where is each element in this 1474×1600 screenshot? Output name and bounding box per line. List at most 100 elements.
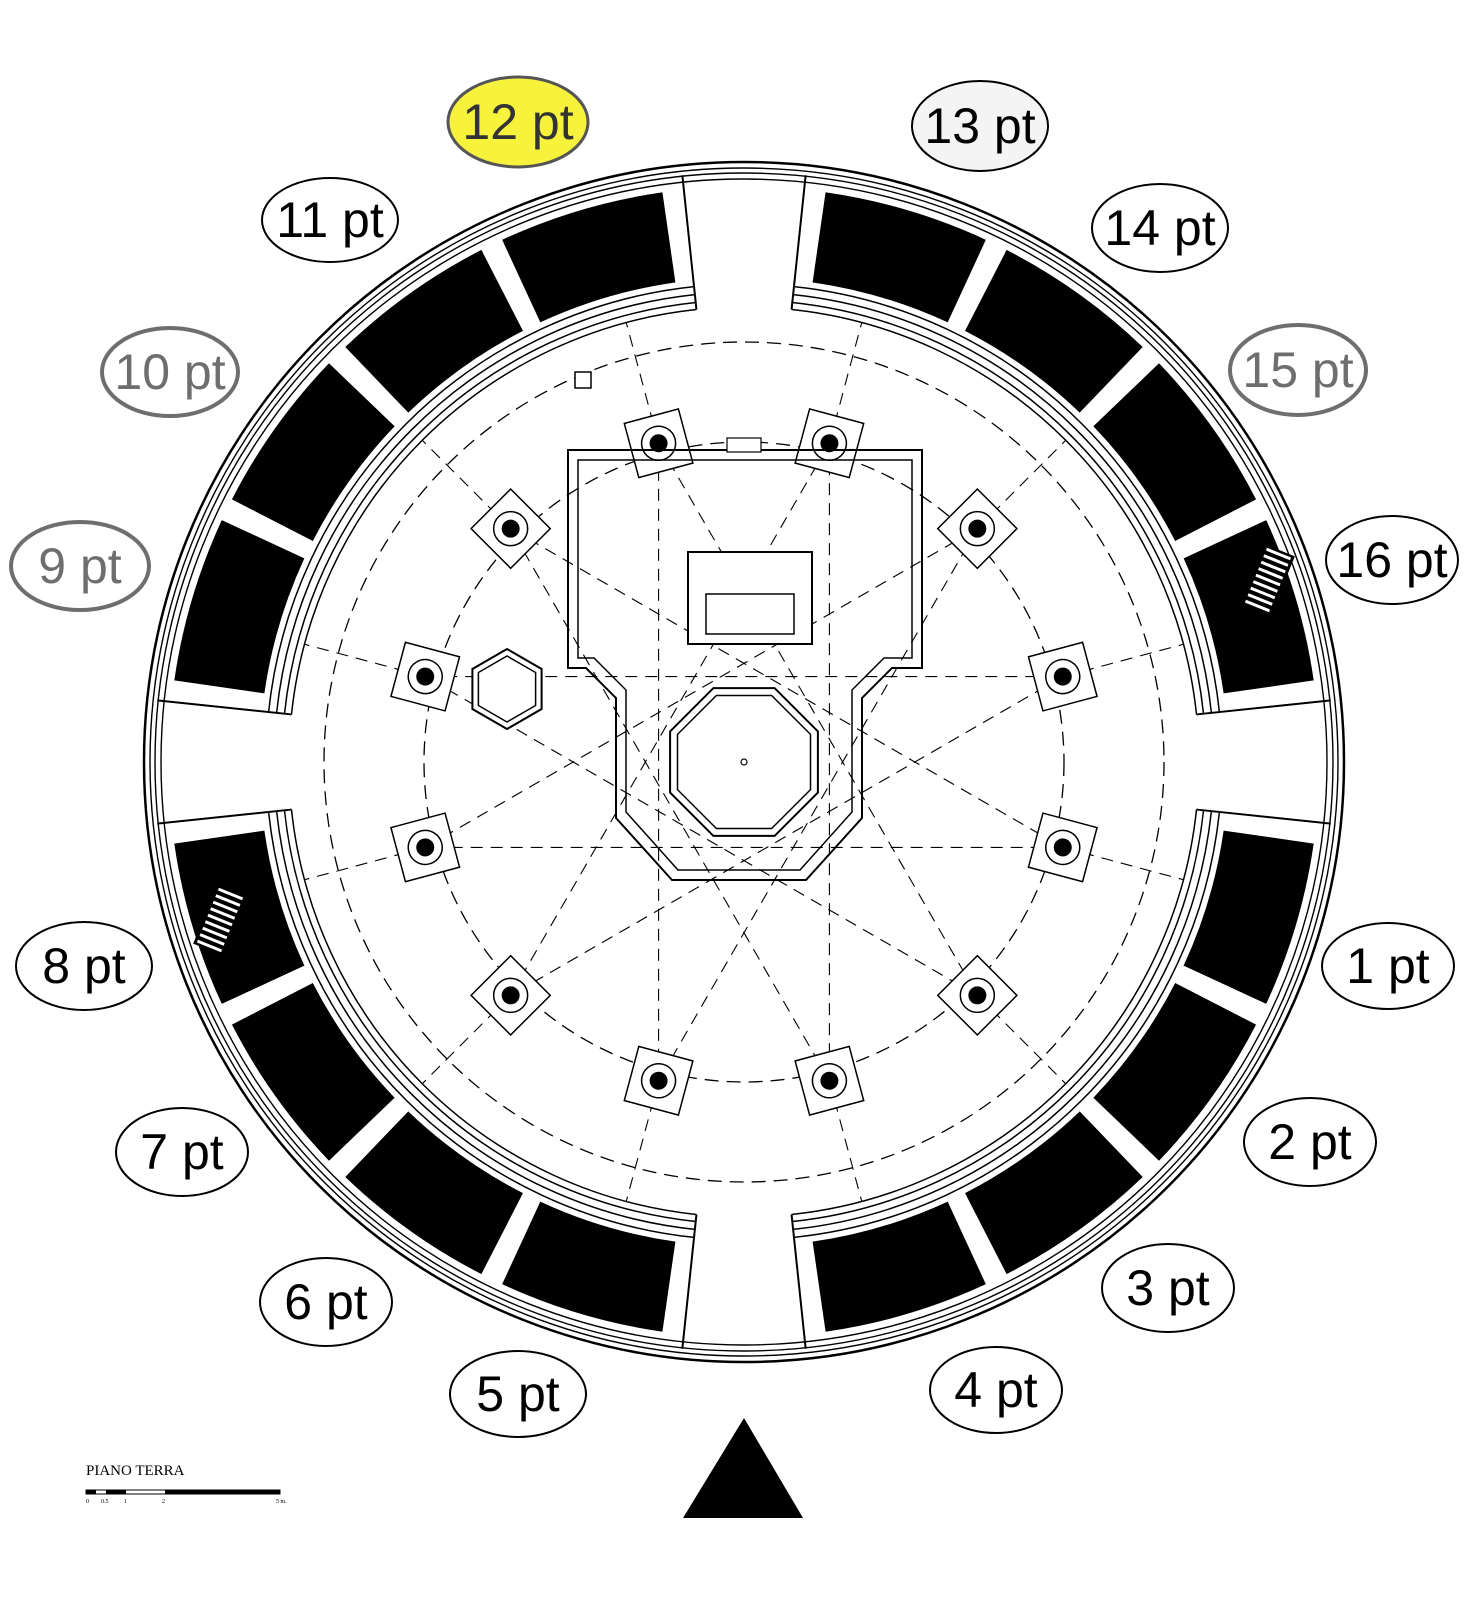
bay-block — [502, 1201, 676, 1332]
stair-step — [1255, 573, 1281, 587]
stair-step — [210, 907, 236, 920]
point-label-4: 4 pt — [929, 1346, 1063, 1434]
point-label-oval — [9, 520, 151, 612]
altar-inner-outline — [577, 459, 913, 871]
inner-wall-arc — [283, 810, 696, 1223]
point-label-2: 2 pt — [1243, 1097, 1377, 1187]
pier — [469, 487, 552, 570]
corridor-south-jamb — [681, 1214, 698, 1349]
rib-line-dashed — [658, 528, 978, 1082]
point-label-oval — [1243, 1097, 1377, 1187]
point-label-8: 8 pt — [15, 921, 153, 1011]
point-label-text: 8 pt — [42, 938, 126, 994]
stair-step — [212, 900, 238, 914]
point-label-7: 7 pt — [115, 1107, 249, 1197]
outer-wall-ring — [149, 167, 1339, 1357]
point-label-oval — [929, 1346, 1063, 1434]
point-label-12: 12 pt — [446, 75, 590, 169]
center-point — [740, 758, 748, 766]
inner-wall-arc — [793, 811, 1221, 1239]
point-label-oval — [261, 177, 399, 263]
bay-block — [1183, 830, 1314, 1004]
stair-step — [199, 933, 225, 946]
scale-tick-0: 0 — [86, 1499, 89, 1505]
point-label-13: 13 pt — [911, 80, 1049, 172]
bay-block — [1093, 983, 1257, 1161]
point-label-text: 6 pt — [284, 1274, 368, 1330]
point-label-text: 13 pt — [924, 98, 1035, 154]
rib-line-dashed — [510, 676, 1064, 996]
corridor-east-jamb — [1196, 808, 1331, 825]
pier — [936, 954, 1019, 1037]
inner-wall-arc — [793, 285, 1221, 713]
pier — [1027, 812, 1098, 883]
stair — [193, 884, 247, 956]
stair-step — [1263, 554, 1289, 567]
rib-line-dashed — [424, 528, 978, 848]
stair-step — [207, 913, 233, 927]
pier-core — [820, 434, 839, 453]
entrance-arrow-icon — [683, 1418, 803, 1518]
scale-tick-3: 2 — [162, 1499, 165, 1505]
hexagon-basin-inner — [477, 655, 537, 723]
small-square-marker — [574, 371, 592, 389]
rib-circle-dashed — [323, 341, 1165, 1183]
stair-step — [202, 926, 228, 940]
outer-wall-ring — [142, 160, 1346, 1364]
point-label-1: 1 pt — [1321, 922, 1455, 1010]
stair-step — [1247, 593, 1273, 606]
point-label-text: 11 pt — [276, 192, 384, 248]
scale-tick-4: 5 m. — [276, 1499, 287, 1505]
bay-block — [345, 1111, 523, 1275]
point-label-6: 6 pt — [259, 1257, 393, 1347]
point-label-14: 14 pt — [1091, 183, 1229, 273]
inner-wall-arc — [793, 293, 1213, 713]
pier-core — [501, 519, 520, 538]
inner-wall-arc — [267, 811, 695, 1239]
inner-wall-arc — [275, 811, 695, 1231]
scale-tick-1: 0.5 — [101, 1499, 109, 1505]
corridor-south-jamb — [790, 1214, 807, 1349]
point-label-3: 3 pt — [1101, 1243, 1235, 1333]
pier-core — [501, 986, 520, 1005]
stair-step — [1258, 567, 1284, 580]
stair-step — [1250, 586, 1276, 600]
point-label-5: 5 pt — [449, 1350, 587, 1438]
point-label-10: 10 pt — [100, 326, 240, 418]
stair — [1241, 544, 1295, 616]
bay-block — [231, 363, 395, 541]
point-label-text: 2 pt — [1268, 1114, 1352, 1170]
point-label-text: 3 pt — [1126, 1260, 1210, 1316]
plan-drawing — [142, 160, 1346, 1364]
scale-tick-2: 1 — [124, 1499, 127, 1505]
pier-core — [649, 1071, 668, 1090]
stair-step — [1260, 560, 1286, 574]
point-label-11: 11 pt — [261, 177, 399, 263]
point-label-oval — [259, 1257, 393, 1347]
altar-slab — [705, 593, 795, 635]
point-label-text: 4 pt — [954, 1362, 1038, 1418]
pier — [1027, 641, 1098, 712]
pier — [390, 641, 461, 712]
point-label-oval — [449, 1350, 587, 1438]
inner-wall-arc — [275, 293, 695, 713]
stair-step — [196, 939, 223, 953]
stair-step — [1265, 547, 1292, 561]
point-label-oval — [911, 80, 1049, 172]
bay-block — [174, 520, 305, 694]
point-label-9: 9 pt — [9, 520, 151, 612]
pier — [390, 812, 461, 883]
point-label-oval — [15, 921, 153, 1011]
outer-wall-ring — [154, 172, 1334, 1352]
point-label-oval — [1101, 1243, 1235, 1333]
pier — [623, 408, 694, 479]
point-label-text: 7 pt — [140, 1124, 224, 1180]
pier-core — [416, 838, 435, 857]
outer-wall-ring — [160, 178, 1328, 1346]
pier — [623, 1045, 694, 1116]
scale-bar: PIANO TERRA 0 0.5 1 2 5 m. — [85, 1463, 287, 1505]
octagonal-font-inner — [676, 694, 812, 830]
rib-line-dashed — [510, 528, 830, 1082]
bay-block — [231, 983, 395, 1161]
